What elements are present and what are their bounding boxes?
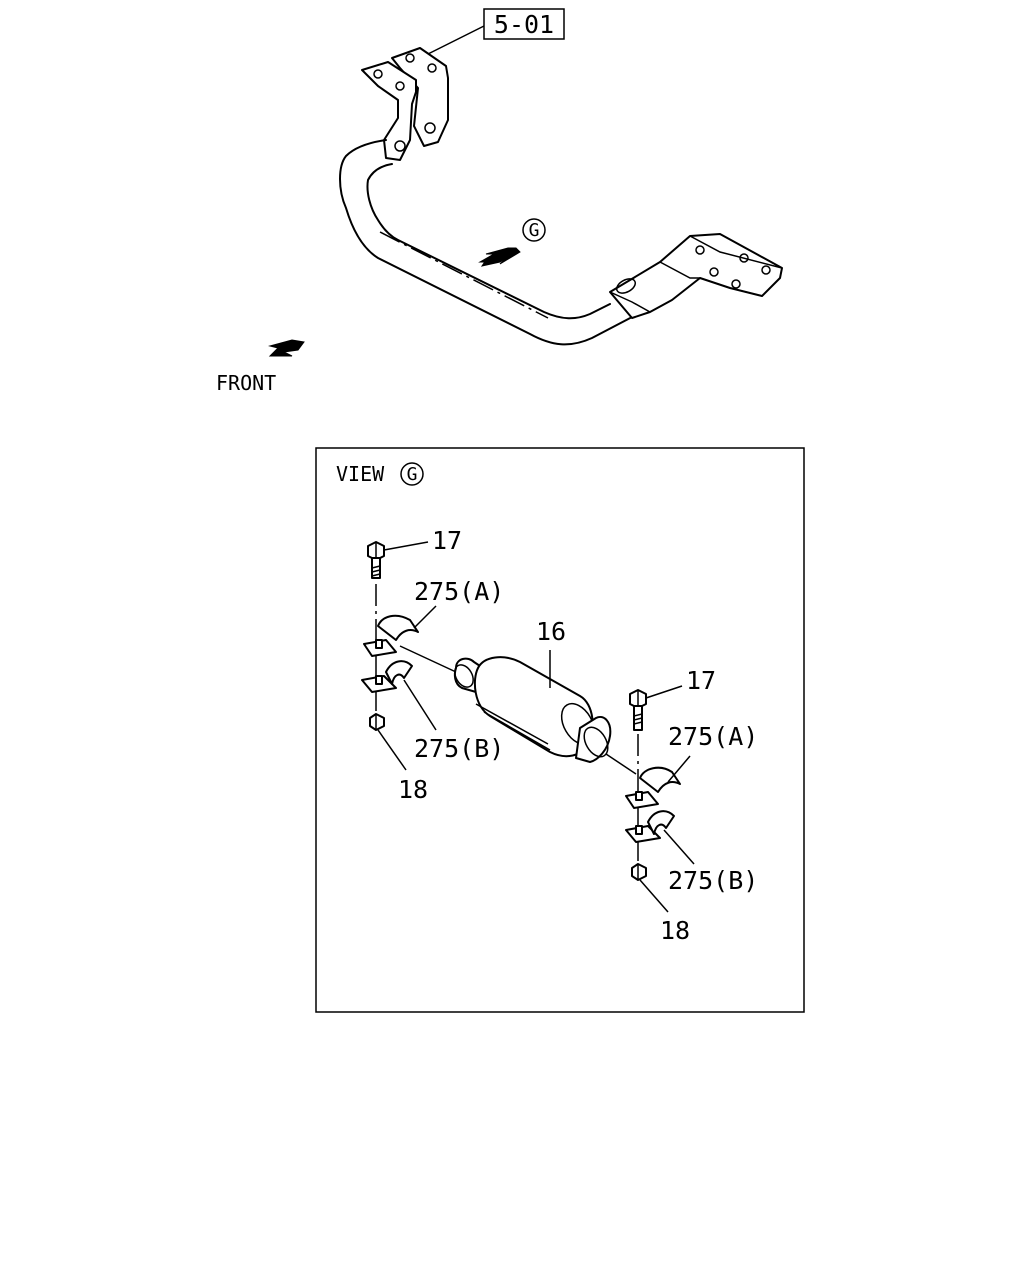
nut-right	[631, 863, 647, 881]
ref-leader	[423, 25, 485, 57]
callout-nut-left: 18	[398, 775, 428, 804]
bolt-left	[367, 541, 385, 579]
view-g-marker	[522, 218, 546, 242]
bushing-b-right	[625, 810, 675, 843]
view-frame	[315, 447, 805, 1013]
front-label: FRONT	[216, 371, 276, 395]
nut-left	[369, 713, 385, 731]
ref-box	[483, 8, 565, 40]
callout-bolt-left: 17	[432, 526, 462, 555]
front-arrow-icon	[268, 339, 305, 357]
right-bracket	[609, 233, 783, 319]
bushing-a-left	[363, 614, 419, 657]
view-g-arrow	[478, 247, 521, 267]
shaft	[453, 656, 612, 763]
callout-bolt-right: 17	[686, 666, 716, 695]
callout-bushing-a-left: 275(A)	[414, 577, 504, 606]
view-label: VIEW	[336, 462, 385, 486]
stabilizer-bar	[339, 139, 635, 346]
bushing-a-right	[625, 766, 681, 809]
callout-nut-right: 18	[660, 916, 690, 945]
callout-bushing-b-right: 275(B)	[668, 866, 758, 895]
ref-box-label: 5-01	[494, 10, 554, 39]
view-g-letter: G	[529, 220, 540, 241]
callout-bushing-a-right: 275(A)	[668, 722, 758, 751]
view-box: VIEW G 17 275(A) 275(B)	[315, 447, 805, 1013]
callout-bushing-b-left: 275(B)	[414, 734, 504, 763]
view-letter: G	[407, 464, 418, 485]
left-bracket-front	[361, 61, 417, 161]
bushing-b-left	[361, 660, 413, 693]
view-letter-marker	[400, 462, 424, 486]
callout-shaft: 16	[536, 617, 566, 646]
frame-assembly: 5-01 G	[216, 8, 783, 395]
bolt-right	[629, 689, 647, 731]
